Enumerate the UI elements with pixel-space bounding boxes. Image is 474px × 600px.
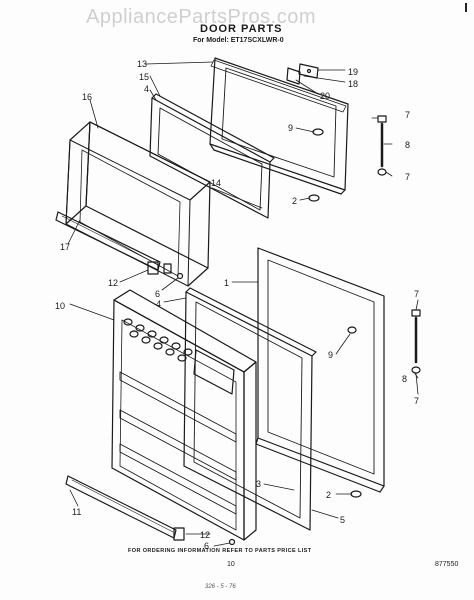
corner-mark (465, 3, 467, 12)
page-number: 10 (227, 561, 235, 568)
figure-number: 877550 (435, 561, 459, 568)
upper-clips (147, 261, 184, 280)
callout-10: 10 (55, 301, 65, 311)
hinge-bracket-parts (286, 63, 319, 85)
callout-7: 7 (405, 172, 410, 182)
upper-hinge-assembly (377, 115, 387, 176)
callout-19: 19 (348, 67, 358, 77)
callout-12: 12 (200, 530, 210, 540)
callout-5: 5 (340, 515, 345, 525)
lower-hinge-assembly (411, 309, 421, 374)
fresh-food-handle-trim (65, 475, 177, 539)
date-stamp: 326 - 5 - 76 (205, 584, 236, 590)
diagram-title: DOOR PARTS (200, 23, 283, 35)
callout-4: 4 (144, 84, 149, 94)
screws (308, 128, 362, 498)
model-line: For Model: ET17SCXLWR-0 (193, 37, 284, 44)
callout-2: 2 (292, 196, 297, 206)
fresh-food-door-liner (183, 287, 317, 531)
callout-8: 8 (405, 140, 410, 150)
callout-8: 8 (402, 374, 407, 384)
callout-15: 15 (139, 72, 149, 82)
callout-7: 7 (405, 110, 410, 120)
freezer-door-panel (65, 121, 211, 287)
callout-7: 7 (414, 289, 419, 299)
callout-9: 9 (328, 350, 333, 360)
callout-14: 14 (211, 178, 221, 188)
callout-17: 17 (60, 242, 70, 252)
fresh-food-door-gasket (255, 247, 385, 493)
freezer-door-gasket (209, 57, 349, 195)
callout-18: 18 (348, 79, 358, 89)
callout-6: 6 (155, 289, 160, 299)
callout-13: 13 (137, 59, 147, 69)
callout-2: 2 (326, 490, 331, 500)
watermark: AppliancePartsPros.com (86, 6, 316, 28)
callout-3: 3 (256, 479, 261, 489)
callout-16: 16 (82, 92, 92, 102)
ordering-note: FOR ORDERING INFORMATION REFER TO PARTS … (128, 548, 312, 554)
freezer-handle-trim (55, 211, 161, 271)
callout-20: 20 (320, 91, 330, 101)
callout-9: 9 (288, 123, 293, 133)
callout-7: 7 (414, 396, 419, 406)
lower-clips (173, 527, 236, 546)
leader-lines (67, 61, 419, 547)
callout-4: 4 (156, 299, 161, 309)
fresh-food-door-panel (111, 289, 257, 541)
callout-12: 12 (108, 278, 118, 288)
callout-11: 11 (72, 507, 81, 517)
callout-6: 6 (204, 541, 209, 551)
callout-labels: 13 15 4 16 19 18 20 7 9 8 7 14 2 17 1 12… (55, 59, 419, 551)
callout-1: 1 (224, 278, 229, 288)
freezer-door-liner (149, 93, 275, 219)
